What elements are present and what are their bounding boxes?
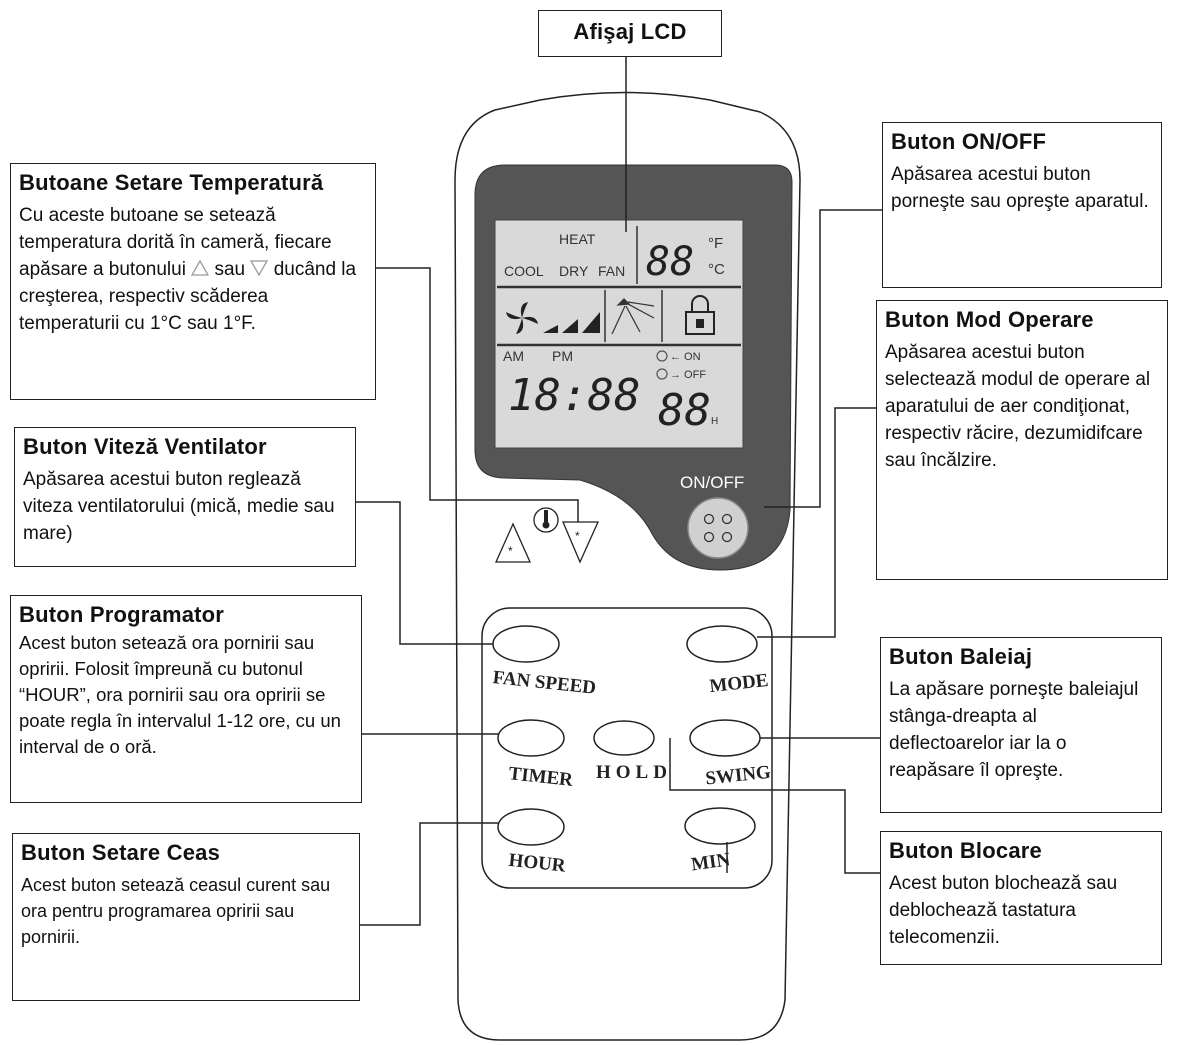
- svg-text:*: *: [508, 544, 513, 558]
- callout-mode-title: Buton Mod Operare: [885, 307, 1094, 332]
- hold-label: HOLD: [596, 762, 672, 783]
- callout-fan-speed-title: Buton Viteză Ventilator: [23, 434, 267, 459]
- callout-temperature-title: Butoane Setare Temperatură: [19, 170, 324, 195]
- fan-icon: [506, 302, 538, 334]
- lcd-unit-f: °F: [708, 235, 723, 252]
- lcd-hour-suffix: H: [711, 416, 718, 427]
- callout-mode: Buton Mod Operare Apăsarea acestui buton…: [876, 300, 1168, 580]
- callout-timer-title: Buton Programator: [19, 602, 225, 627]
- lock-icon: [685, 295, 715, 335]
- fan-speed-button[interactable]: [492, 625, 560, 663]
- temp-down-button[interactable]: *: [562, 521, 600, 564]
- timer-button[interactable]: [497, 719, 565, 757]
- swing-icon: [611, 298, 655, 335]
- lcd-timer-digits: 88: [658, 385, 711, 436]
- callout-temperature-text: Cu aceste butoane se setează temperatura…: [19, 202, 367, 337]
- timer-clock-icon: [656, 350, 668, 380]
- callout-clock: Buton Setare Ceas Acest buton setează ce…: [12, 833, 360, 1001]
- lcd-cool: COOL: [504, 263, 544, 279]
- callout-swing-text: La apăsare porneşte baleiajul stânga-dre…: [889, 679, 1139, 781]
- callout-timer: Buton Programator Acest buton setează or…: [10, 595, 362, 803]
- callout-lock-title: Buton Blocare: [889, 838, 1042, 863]
- callout-onoff-title: Buton ON/OFF: [891, 129, 1047, 154]
- temp-up-button[interactable]: *: [494, 522, 532, 563]
- lcd-clock: 18:88: [508, 370, 640, 421]
- callout-lock-text: Acest buton blochează sau deblochează ta…: [889, 873, 1118, 948]
- svg-text:*: *: [575, 529, 580, 543]
- lcd-on-label: ← ON: [670, 351, 701, 363]
- callout-swing-title: Buton Baleiaj: [889, 644, 1033, 669]
- lcd-title-box: Afişaj LCD: [538, 10, 722, 57]
- lcd-pm: PM: [552, 348, 573, 364]
- lcd-off-label: → OFF: [670, 369, 706, 381]
- callout-timer-text: Acest buton setează ora pornirii sau opr…: [19, 632, 341, 757]
- callout-clock-title: Buton Setare Ceas: [21, 840, 221, 865]
- mode-button[interactable]: [686, 625, 758, 663]
- hold-button[interactable]: [593, 720, 655, 756]
- leader-lines: [355, 57, 882, 926]
- lcd-unit-c: °C: [708, 261, 725, 278]
- callout-onoff-text: Apăsarea acestui buton porneşte sau opre…: [891, 164, 1149, 212]
- callout-temperature: Butoane Setare Temperatură Cu aceste but…: [10, 163, 376, 400]
- callout-mode-text: Apăsarea acestui buton selectează modul …: [885, 342, 1151, 471]
- triangle-down-icon: [250, 260, 269, 276]
- callout-temperature-text-c: ducând la creşterea, respectiv scăderea …: [19, 259, 357, 334]
- callout-lock: Buton Blocare Acest buton blochează sau …: [880, 831, 1162, 965]
- callout-fan-speed: Buton Viteză Ventilator Apăsarea acestui…: [14, 427, 356, 567]
- triangle-up-icon: [191, 260, 210, 276]
- callout-temperature-text-a: Cu aceste butoane se setează temperatura…: [19, 205, 332, 280]
- lcd-title: Afişaj LCD: [573, 19, 687, 44]
- callout-temperature-text-b: sau: [214, 259, 246, 280]
- lcd-fan: FAN: [598, 263, 625, 279]
- callout-clock-text: Acest buton setează ceasul curent sau or…: [21, 875, 331, 947]
- lcd-am: AM: [503, 348, 524, 364]
- hour-button[interactable]: [497, 808, 565, 846]
- lcd-heat: HEAT: [559, 231, 596, 247]
- onoff-label: ON/OFF: [680, 473, 744, 492]
- thermometer-icon: [533, 507, 559, 533]
- callout-swing: Buton Baleiaj La apăsare porneşte baleia…: [880, 637, 1162, 813]
- callout-fan-speed-text: Apăsarea acestui buton reglează viteza v…: [23, 469, 335, 544]
- callout-onoff: Buton ON/OFF Apăsarea acestui buton porn…: [882, 122, 1162, 288]
- lcd-temp-digits: 88: [646, 239, 694, 285]
- lcd-dry: DRY: [559, 263, 589, 279]
- onoff-button[interactable]: [687, 497, 749, 559]
- swing-button[interactable]: [689, 719, 761, 757]
- fan-speed-bars-icon: [543, 312, 600, 333]
- min-button[interactable]: [684, 807, 756, 845]
